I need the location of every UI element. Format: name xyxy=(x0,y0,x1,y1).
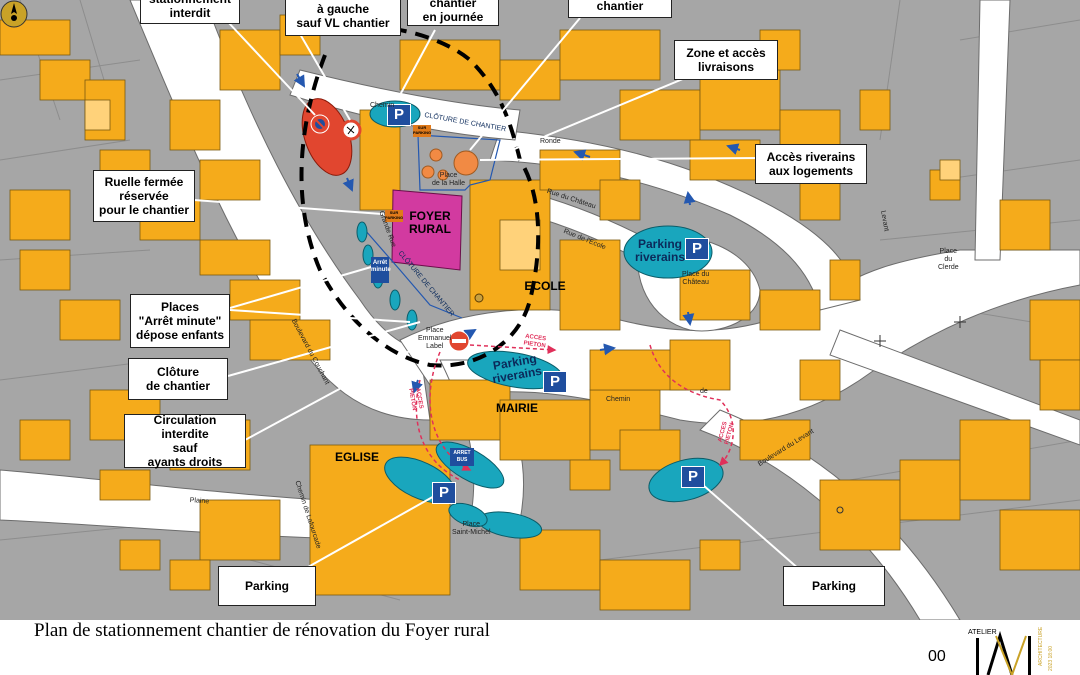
callout-parking-left: Parking xyxy=(218,566,316,606)
plaine-label: Plaine xyxy=(189,497,210,506)
chemin-top-label: Chemin xyxy=(370,102,395,109)
well-marker xyxy=(474,293,484,303)
buildings xyxy=(0,14,1080,611)
callout-stationnement-interdit: stationnement interdit xyxy=(140,0,240,24)
truck-route xyxy=(299,24,541,368)
tree-marker xyxy=(836,506,844,514)
callout-chantier: chantier xyxy=(568,0,672,18)
place-st-michel-label: Place Saint-Michel xyxy=(452,521,491,536)
place-emmanuel-label: Place Emmanuel Label xyxy=(418,327,452,350)
atelier-logo: ATELIER ARCHITECTURE 2023 18:00 xyxy=(968,626,1054,675)
parking-p-icon: P xyxy=(543,371,567,393)
callout-tourne-a-gauche: à gauche sauf VL chantier xyxy=(285,0,401,36)
plan-title: Plan de stationnement chantier de rénova… xyxy=(34,620,490,641)
direction-arrows xyxy=(293,73,741,394)
place-halle-label: Place de la Halle xyxy=(432,172,466,187)
no-entry-sign-3 xyxy=(448,330,470,352)
callout-acces-riverains: Accès riverains aux logements xyxy=(755,144,867,184)
sortie-sign: SUR PARKING xyxy=(413,125,432,137)
logo-date-text: 2023 18:00 xyxy=(1048,646,1054,671)
parking-p-icon: P xyxy=(681,466,705,488)
callout-zone-livraisons: Zone et accès livraisons xyxy=(674,40,778,80)
site-map: FOYER RURAL ECOLE MAIRIE EGLISE Parking … xyxy=(0,0,1080,620)
place-clerde-label: Place du Clerde xyxy=(938,248,959,271)
chantier-fence-top xyxy=(417,134,501,191)
ronde-label: Ronde xyxy=(540,138,561,145)
trees xyxy=(421,148,479,181)
sortie-sign: SUR PARKING xyxy=(385,210,404,222)
no-entry-sign-1 xyxy=(310,114,330,134)
logo-text: ATELIER xyxy=(968,629,997,636)
place-chateau-label: Place du Château xyxy=(682,271,710,286)
callout-circulation-interdite: Circulation interdite sauf ayants droits xyxy=(124,413,246,469)
page-number: 00 xyxy=(928,648,946,665)
chemin-bottom-label: Chemin xyxy=(606,396,631,403)
arret-minute-sign: Arrêt minute xyxy=(371,257,391,283)
buildings-light xyxy=(84,99,961,271)
foyer-rural-label: FOYER RURAL xyxy=(409,209,451,236)
callout-ruelle-fermee: Ruelle fermée réservée pour le chantier xyxy=(93,170,195,222)
chemin-de-label: de xyxy=(700,388,708,395)
arret-bus-sign: ARRET BUS xyxy=(450,448,474,466)
callout-parking-right: Parking xyxy=(783,566,885,606)
compass-icon xyxy=(0,0,28,28)
ecole-label: ECOLE xyxy=(524,279,566,293)
chantier-fence-side xyxy=(364,229,463,319)
callout-leaders xyxy=(193,17,801,581)
map-drawing xyxy=(0,0,1080,620)
parking-p-icon: P xyxy=(685,238,709,260)
no-entry-sign-2 xyxy=(340,119,362,141)
cross-marker-1 xyxy=(954,316,966,328)
logo-side-text: ARCHITECTURE xyxy=(1038,626,1044,666)
cross-marker-2 xyxy=(874,335,886,347)
callout-places-arret-minute: Places "Arrêt minute" dépose enfants xyxy=(130,294,230,348)
eglise-label: EGLISE xyxy=(334,450,379,464)
parking-p-icon: P xyxy=(432,482,456,504)
mairie-label: MAIRIE xyxy=(496,401,538,415)
parking-riverains-east-label: Parking riverains xyxy=(634,237,686,264)
foyer-rural-building xyxy=(391,189,463,271)
callout-chantier-journee: chantier en journée xyxy=(407,0,499,26)
parking-p-icon: P xyxy=(387,104,411,126)
callout-cloture-chantier: Clôture de chantier xyxy=(128,358,228,400)
